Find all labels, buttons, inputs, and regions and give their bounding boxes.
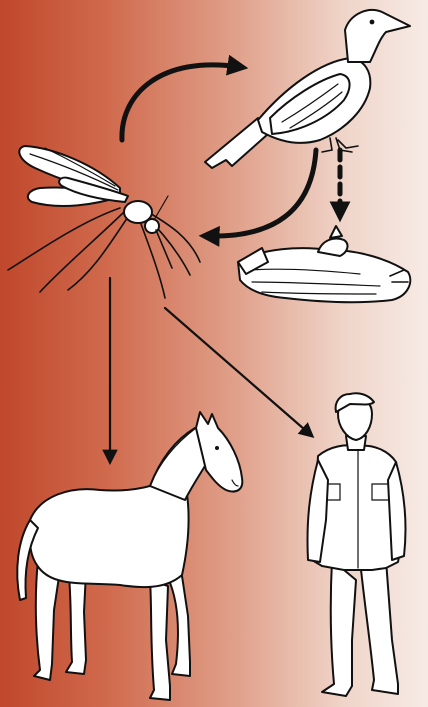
- arrow-mosquito-to-human: [165, 308, 312, 436]
- dead-bird-icon: [238, 226, 410, 302]
- arrow-mosquito-to-crow: [122, 65, 240, 140]
- arrow-crow-to-mosquito: [207, 150, 316, 236]
- mosquito-icon: [8, 146, 200, 298]
- crow-icon: [205, 10, 410, 168]
- horse-icon: [17, 412, 242, 700]
- human-icon: [307, 393, 405, 696]
